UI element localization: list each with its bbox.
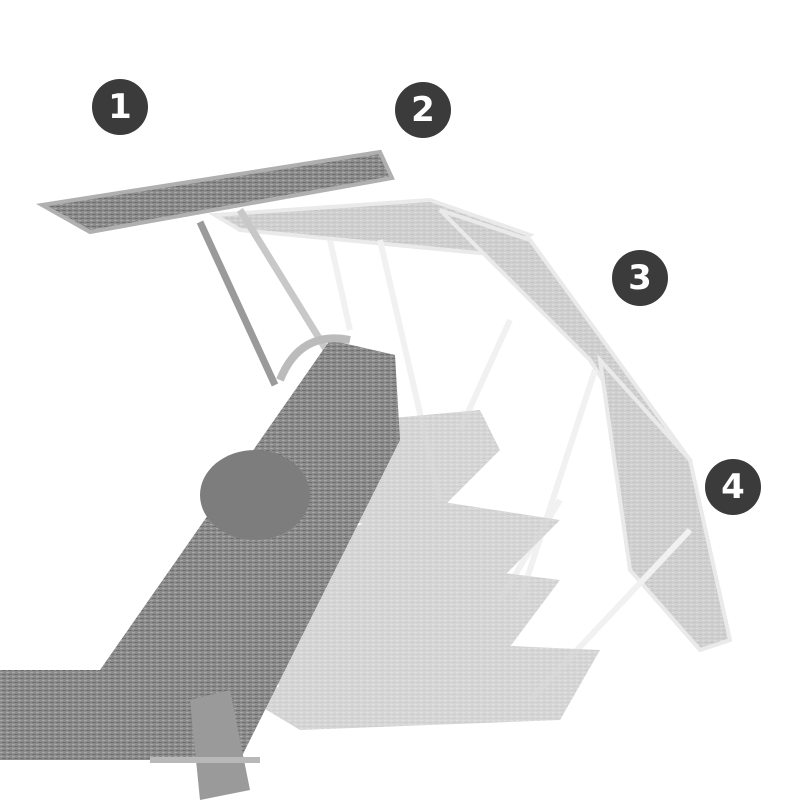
position-badge-3: 3 [612, 250, 668, 306]
lounger-main [0, 334, 400, 800]
position-badge-1: 1 [92, 79, 148, 135]
position-badge-4: 4 [705, 459, 761, 515]
canopy-alt-positions [208, 197, 733, 703]
position-badge-2: 2 [395, 82, 451, 138]
